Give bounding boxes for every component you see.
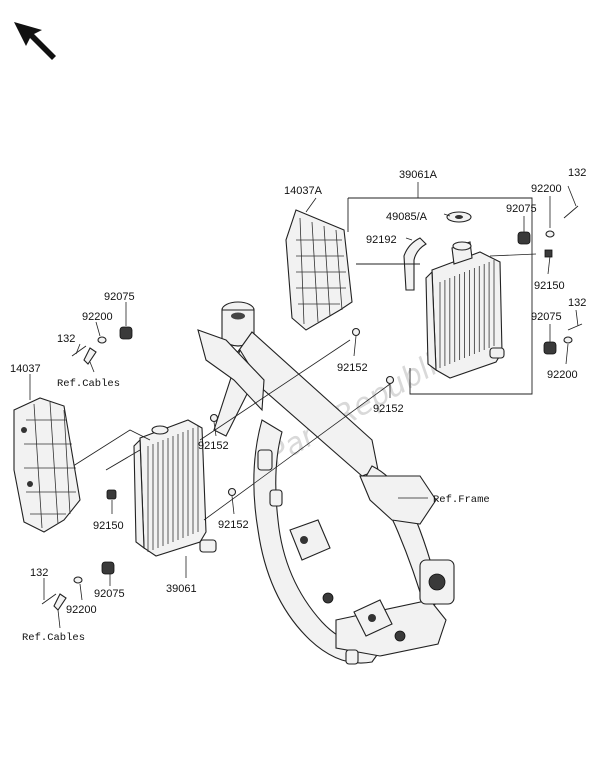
label-92075-mid: 92075 [531, 311, 562, 323]
label-92200-top: 92200 [531, 183, 562, 195]
right-shroud [285, 209, 353, 331]
label-132-bottom: 132 [30, 567, 48, 579]
label-ref-frame: Ref.Frame [433, 494, 490, 506]
label-92152-c: 92152 [198, 440, 229, 452]
label-132-left: 132 [57, 333, 75, 345]
label-92200-bottom: 92200 [66, 604, 97, 616]
left-shroud [13, 397, 81, 533]
frame-drawing [197, 301, 455, 665]
label-92150-right: 92150 [534, 280, 565, 292]
label-92075-left: 92075 [104, 291, 135, 303]
left-radiator-assembly [41, 326, 395, 611]
right-radiator-assembly [347, 197, 583, 395]
label-39061A: 39061A [399, 169, 438, 181]
part-labels: 14037A 39061A 132 92200 49085/A 92075 92… [10, 167, 586, 644]
arrow-up-left-icon [14, 22, 56, 60]
label-49085A: 49085/A [386, 211, 428, 223]
label-ref-cables-bottom: Ref.Cables [22, 632, 85, 644]
label-132-top: 132 [568, 167, 586, 179]
label-92152-a: 92152 [337, 362, 368, 374]
label-92075-top: 92075 [506, 203, 537, 215]
label-92152-d: 92152 [218, 519, 249, 531]
label-92075-bottom: 92075 [94, 588, 125, 600]
label-92200-left: 92200 [82, 311, 113, 323]
label-92192: 92192 [366, 234, 397, 246]
label-ref-cables-top: Ref.Cables [57, 378, 120, 390]
label-14037: 14037 [10, 363, 41, 375]
label-92200-mid: 92200 [547, 369, 578, 381]
label-39061: 39061 [166, 583, 197, 595]
leader-lines [29, 182, 579, 629]
label-132-mid: 132 [568, 297, 586, 309]
label-92150-left: 92150 [93, 520, 124, 532]
label-14037A: 14037A [284, 185, 323, 197]
label-92152-b: 92152 [373, 403, 404, 415]
